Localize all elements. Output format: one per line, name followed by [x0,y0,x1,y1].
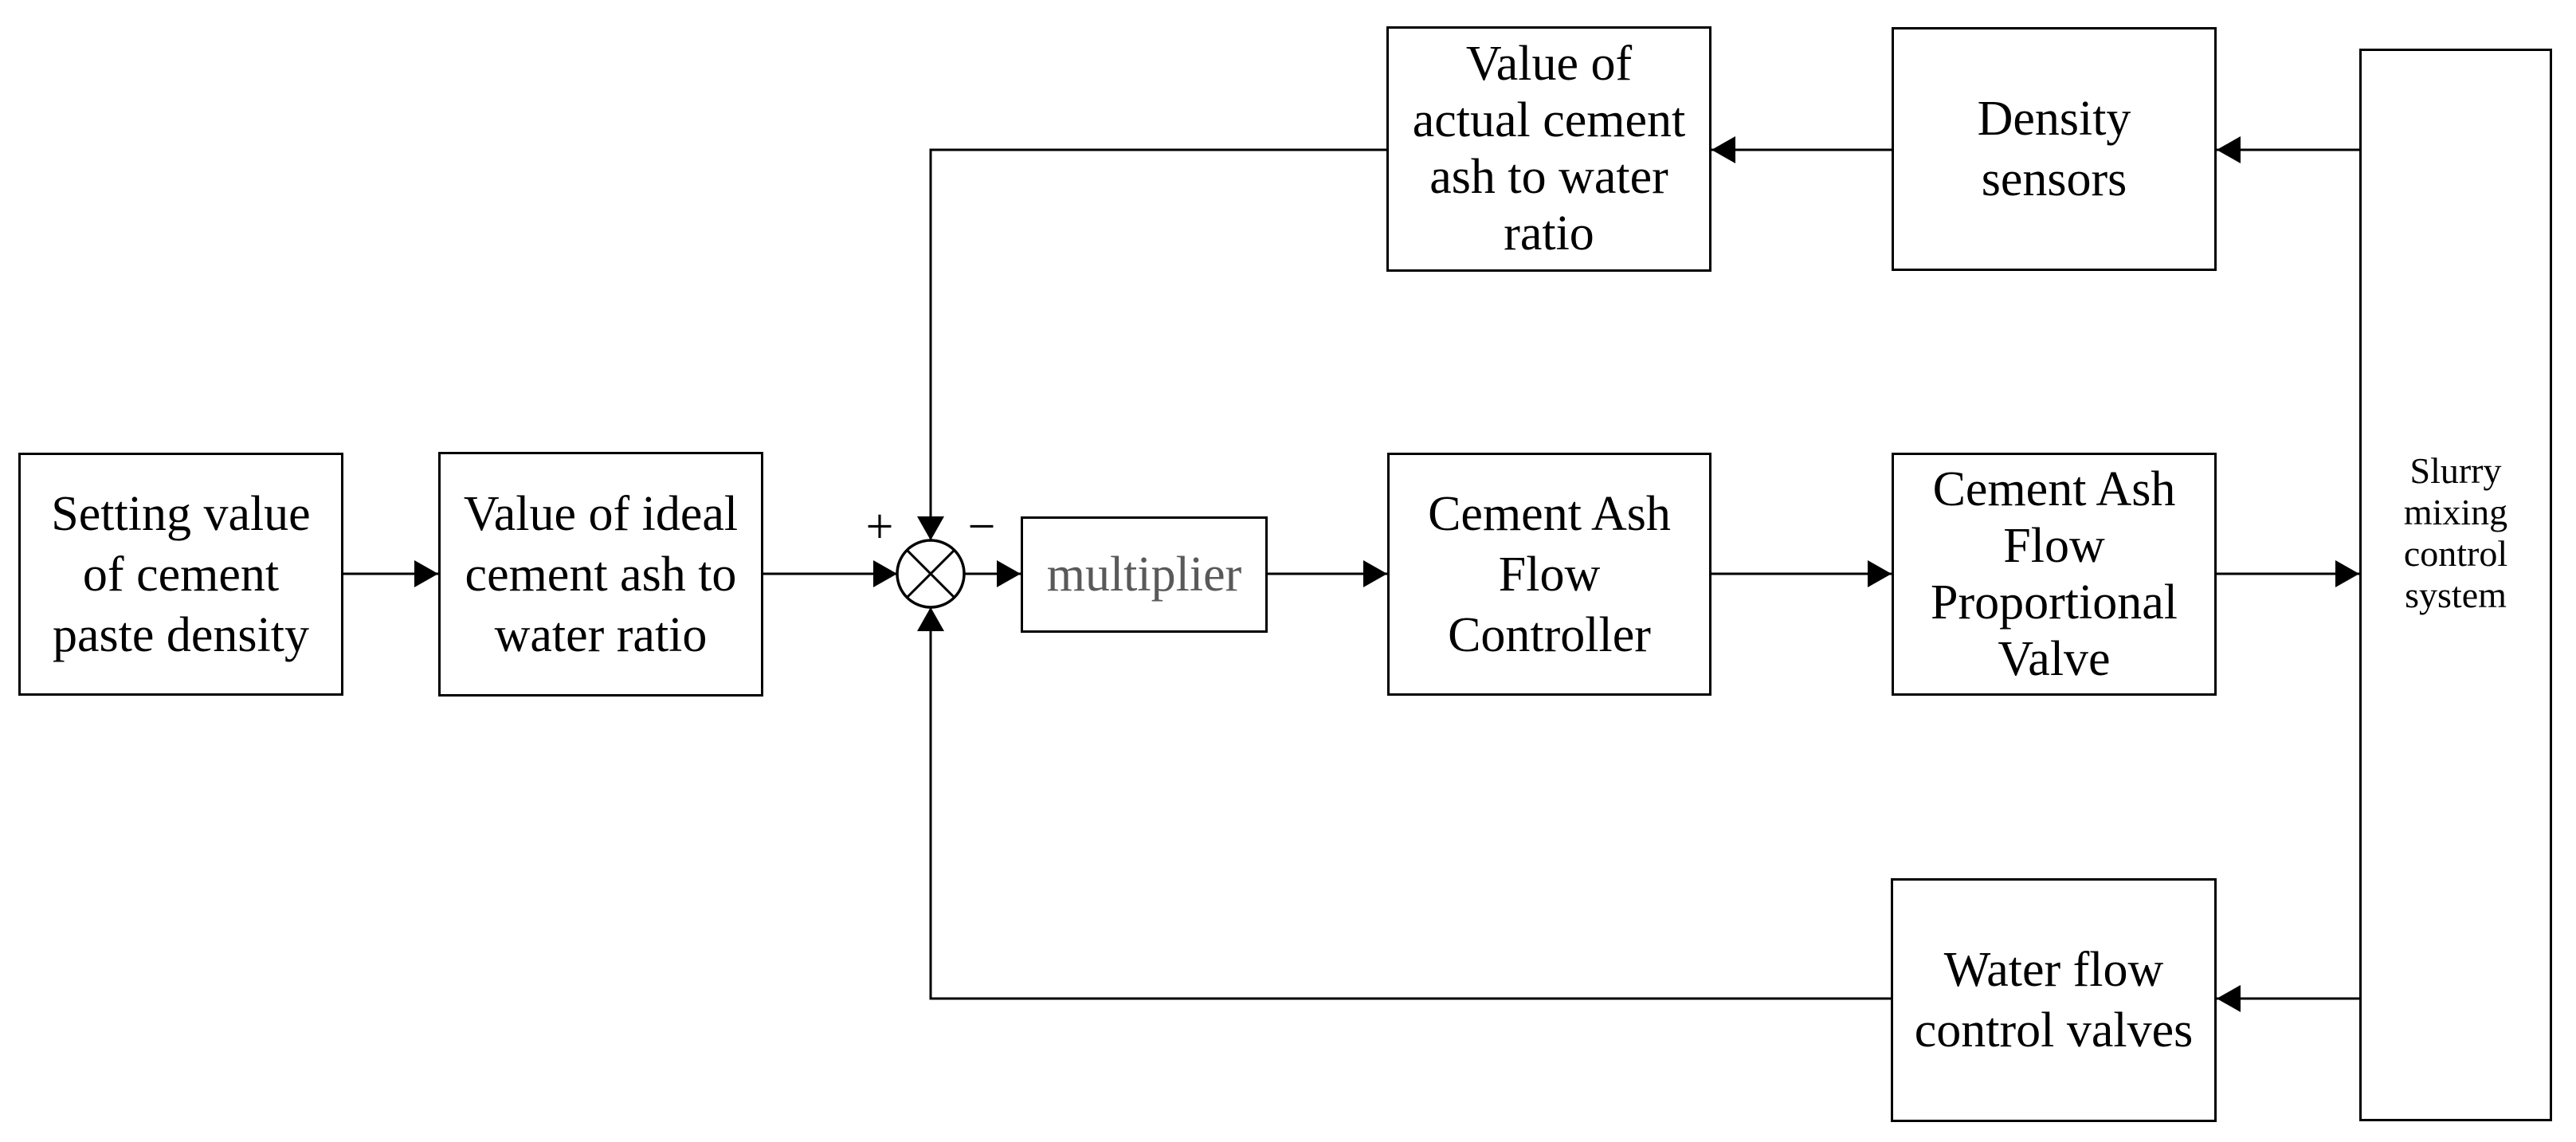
block-label-line: cement ash to [465,547,737,602]
block-label-line: Setting value [51,486,311,541]
block-cement-ash-flow-controller: Cement Ash Flow Controller [1387,453,1711,696]
block-label-line: Water flow [1943,943,2164,997]
block-label-line: Value of ideal [463,486,739,541]
plus-sign: + [866,500,894,554]
block-label-line: multiplier [1046,547,1242,602]
block-label-line: Value of [1465,37,1633,91]
block-actual-ratio: Value of actual cement ash to water rati… [1386,26,1711,272]
block-label-line: mixing [2403,492,2508,532]
block-label-line: ratio [1504,206,1594,261]
block-label-line: Slurry [2409,450,2502,491]
block-label-line: Proportional [1931,575,2178,630]
block-label-line: control [2403,533,2508,574]
block-label-line: Cement Ash [1932,461,2176,516]
block-slurry-mixing-system: Slurry mixing control system [2359,49,2552,1121]
block-label-line: sensors [1981,152,2127,206]
block-setting-value: Setting value of cement paste density [18,453,343,696]
block-label-line: Cement Ash [1428,486,1671,541]
block-label-line: actual cement [1412,93,1686,147]
block-water-flow-valves: Water flow control valves [1891,878,2217,1122]
block-label-line: paste density [53,607,309,662]
block-label-line: system [2405,575,2507,615]
block-label-line: water ratio [494,607,708,662]
block-label-line: ash to water [1429,150,1668,204]
block-ideal-ratio: Value of ideal cement ash to water ratio [438,452,763,697]
block-label-line: Density [1977,92,2131,146]
block-label-line: control valves [1914,1003,2194,1058]
block-label-line: Flow [1498,547,1601,602]
summing-junction [896,539,966,609]
block-label-line: Flow [2003,518,2105,573]
arrow-actual-to-junction [917,148,1386,540]
block-label-line: Valve [1998,631,2111,686]
minus-sign: − [968,500,996,554]
block-density-sensors: Density sensors [1892,27,2217,271]
block-label-line: of cement [82,547,280,602]
block-multiplier: multiplier [1021,516,1268,633]
block-proportional-valve: Cement Ash Flow Proportional Valve [1892,453,2217,696]
summing-junction-cross [906,549,955,598]
summing-junction-cross [906,549,955,598]
block-label-line: Controller [1448,607,1651,662]
